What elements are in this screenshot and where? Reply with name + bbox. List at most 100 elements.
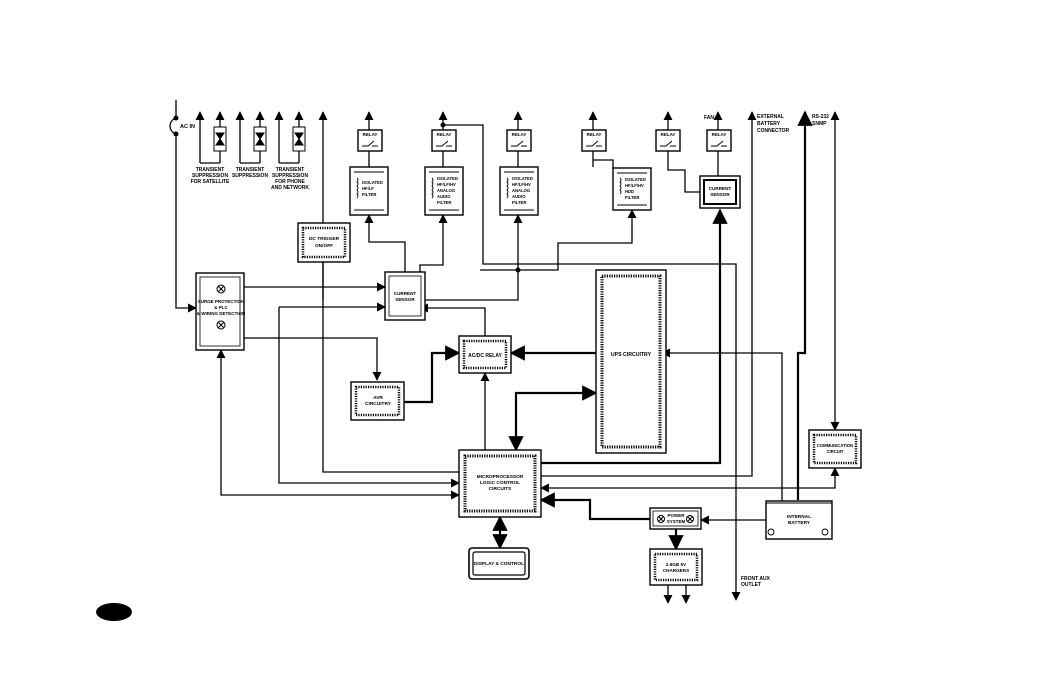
ups-block: UPS CIRCUITRY: [595, 269, 667, 454]
svg-text:HF/LF/HV: HF/LF/HV: [512, 182, 531, 187]
svg-text:2.6GB 5V: 2.6GB 5V: [666, 562, 687, 567]
svg-text:SNMP: SNMP: [812, 121, 827, 127]
display-control-block: DISPLAY & CONTROL: [468, 547, 530, 580]
svg-text:DC TRIGGER: DC TRIGGER: [309, 236, 340, 242]
svg-text:FILTER: FILTER: [437, 200, 451, 205]
svg-text:ISOLATED: ISOLATED: [625, 177, 646, 182]
svg-text:SYSTEM: SYSTEM: [667, 519, 686, 524]
current-sensor-left: CURRENT SENSOR: [384, 271, 426, 321]
svg-text:SENSOR: SENSOR: [395, 297, 415, 302]
avr-block: AVR CIRCUITRY: [350, 381, 405, 421]
battery-terminal-icon: [767, 528, 829, 536]
svg-text:EXTERNAL: EXTERNAL: [757, 114, 784, 120]
microprocessor-block: MICROPROCESSOR LOGIC CONTROL CIRCUITS: [458, 449, 542, 518]
svg-text:BATTERY: BATTERY: [757, 121, 781, 127]
surge-cross-icon: [216, 284, 226, 330]
fan-label: FAN: [704, 115, 714, 121]
filter-blocks: [349, 166, 652, 216]
svg-text:HF/LF: HF/LF: [362, 186, 374, 191]
ts-satellite-label: TRANSIENT SUPPRESSION FOR SATELLITE: [191, 167, 230, 185]
transient-suppressors: [213, 126, 306, 152]
svg-text:TRANSIENT: TRANSIENT: [236, 167, 265, 173]
svg-text:SENSOR: SENSOR: [710, 192, 730, 197]
svg-text:LOGIC CONTROL: LOGIC CONTROL: [480, 480, 520, 486]
svg-text:CIRCUITRY: CIRCUITRY: [365, 401, 392, 407]
power-system-block: POWER SYSTEM: [649, 507, 702, 530]
filter1-label: ISOLATED HF/LF FILTER: [362, 180, 383, 197]
rs232-label: RS-232 SNMP: [812, 114, 829, 127]
svg-text:UPS CIRCUITRY: UPS CIRCUITRY: [611, 352, 652, 358]
filter2-label: ISOLATED HF/LF/HV ANALOG AUDIO FILTER: [437, 176, 458, 205]
svg-text:FILTER: FILTER: [362, 192, 376, 197]
svg-text:INTERNAL: INTERNAL: [787, 514, 811, 520]
svg-text:HF/LF/HV: HF/LF/HV: [625, 183, 644, 188]
svg-text:TRANSIENT: TRANSIENT: [276, 167, 305, 173]
svg-text:FRONT AUX: FRONT AUX: [741, 576, 771, 582]
svg-text:AUDIO: AUDIO: [512, 194, 526, 199]
svg-text:AC/DC RELAY: AC/DC RELAY: [468, 353, 502, 359]
svg-text:DISPLAY & CONTROL: DISPLAY & CONTROL: [474, 561, 524, 567]
svg-text:SURGE PROTECTION: SURGE PROTECTION: [198, 299, 245, 304]
svg-text:RELAY: RELAY: [363, 132, 378, 137]
svg-text:AVR: AVR: [373, 395, 383, 401]
svg-text:ON/OFF: ON/OFF: [315, 243, 333, 249]
ac-in-label: AC IN: [180, 124, 195, 130]
svg-text:FILTER: FILTER: [625, 195, 639, 200]
internal-battery-block: INTERNAL BATTERY: [765, 500, 833, 540]
page-tab-marker: [96, 603, 132, 621]
svg-text:TRANSIENT: TRANSIENT: [196, 167, 225, 173]
communication-block: COMMUNICATION CIRCUIT: [808, 429, 862, 469]
svg-text:& WIRING DETECTION: & WIRING DETECTION: [197, 311, 246, 316]
svg-text:FILTER: FILTER: [512, 200, 526, 205]
svg-text:BATTERY: BATTERY: [788, 520, 811, 526]
svg-text:RELAY: RELAY: [661, 132, 676, 137]
svg-text:CIRCUITS: CIRCUITS: [489, 486, 512, 492]
ext-battery-label: EXTERNAL BATTERY CONNECTOR: [757, 114, 790, 134]
svg-text:COMMUNICATION: COMMUNICATION: [817, 443, 853, 448]
surge-protection-block: SURGE PROTECTION & PLC & WIRING DETECTIO…: [195, 272, 246, 351]
svg-text:CURRENT: CURRENT: [709, 186, 732, 191]
svg-text:HDD: HDD: [625, 189, 634, 194]
svg-text:ISOLATED: ISOLATED: [437, 176, 458, 181]
svg-text:RS-232: RS-232: [812, 114, 829, 120]
ts-label: TRANSIENT SUPPRESSION: [232, 167, 269, 179]
svg-text:RELAY: RELAY: [437, 132, 452, 137]
ts-phone-label: TRANSIENT SUPPRESSION FOR PHONE AND NETW…: [271, 167, 309, 191]
svg-text:CIRCUIT: CIRCUIT: [827, 449, 844, 454]
svg-text:AUDIO: AUDIO: [437, 194, 451, 199]
ac-in-plug-icon: [169, 117, 177, 135]
svg-text:POWER: POWER: [667, 513, 685, 518]
junction-dots: [173, 115, 521, 273]
svg-text:FOR PHONE: FOR PHONE: [275, 179, 305, 185]
relay-labels: RELAY RELAY RELAY RELAY RELAY RELAY: [363, 132, 727, 137]
svg-text:ANALOG: ANALOG: [437, 188, 455, 193]
svg-text:RELAY: RELAY: [512, 132, 527, 137]
svg-text:SUPPRESSION: SUPPRESSION: [232, 173, 269, 179]
dc-trigger-block: DC TRIGGER ON/OFF: [297, 222, 351, 263]
svg-text:OUTLET: OUTLET: [741, 582, 761, 588]
svg-text:& PLC: & PLC: [214, 305, 228, 310]
svg-text:SUPPRESSION: SUPPRESSION: [192, 173, 229, 179]
power-cross-icon: [657, 515, 694, 523]
svg-text:FOR SATELLITE: FOR SATELLITE: [191, 179, 230, 185]
front-aux-label: FRONT AUX OUTLET: [741, 576, 771, 588]
svg-text:ISOLATED: ISOLATED: [512, 176, 533, 181]
svg-text:RELAY: RELAY: [587, 132, 602, 137]
svg-text:SUPPRESSION: SUPPRESSION: [272, 173, 309, 179]
svg-text:ISOLATED: ISOLATED: [362, 180, 383, 185]
svg-text:MICROPROCESSOR: MICROPROCESSOR: [477, 474, 524, 480]
filter3-label: ISOLATED HF/LF/HV ANALOG AUDIO FILTER: [512, 176, 533, 205]
ac-dc-relay-block: AC/DC RELAY: [458, 335, 512, 374]
svg-text:AND NETWORK: AND NETWORK: [271, 185, 309, 191]
filter4-label: ISOLATED HF/LF/HV HDD FILTER: [625, 177, 646, 200]
svg-text:RELAY: RELAY: [712, 132, 727, 137]
usb-charger-block: 2.6GB 5V CHARGERS: [649, 548, 703, 586]
svg-text:CURRENT: CURRENT: [394, 291, 417, 296]
current-sensor-right: CURRENT SENSOR: [699, 175, 741, 209]
svg-text:CHARGERS: CHARGERS: [663, 568, 689, 573]
svg-text:CONNECTOR: CONNECTOR: [757, 128, 790, 134]
svg-text:HF/LF/HV: HF/LF/HV: [437, 182, 456, 187]
svg-text:ANALOG: ANALOG: [512, 188, 530, 193]
filter-coil-icons: [354, 171, 647, 211]
